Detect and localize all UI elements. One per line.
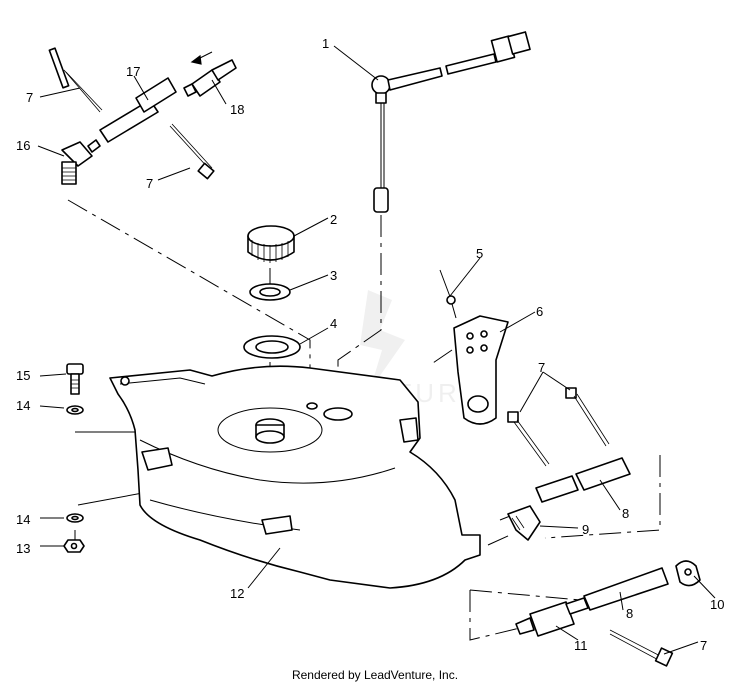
callout-11: 11 [574,638,588,653]
fuel-cap-part-2 [247,225,295,263]
callout-2: 2 [330,212,337,227]
callout-14-upper: 14 [16,398,30,413]
gasket-part-3 [249,283,291,301]
callout-7-right: 7 [538,360,545,375]
bracket-part-6 [453,315,509,425]
callout-9: 9 [582,522,589,537]
nut-part-13 [63,539,85,553]
cable-tie-part-7-b [169,123,215,180]
bolt-part-15 [66,363,84,395]
callout-13: 13 [16,541,30,556]
callout-7-upper-left: 7 [26,90,33,105]
cable-tie-part-7-c [507,411,550,467]
callout-15: 15 [16,368,30,383]
callout-14-lower: 14 [16,512,30,527]
clamp-part-10 [675,560,701,587]
callout-8-upper: 8 [622,506,629,521]
callout-7-bottom: 7 [700,638,707,653]
leader-lines [37,45,716,655]
callout-4: 4 [330,316,337,331]
washer-part-14-upper [66,405,84,415]
fuel-tank-part-12 [109,365,481,589]
callout-18: 18 [230,102,244,117]
callout-17: 17 [126,64,140,79]
callout-10: 10 [710,597,724,612]
callout-8-lower: 8 [626,606,633,621]
callout-1: 1 [322,36,329,51]
callout-3: 3 [330,268,337,283]
footer-credit: Rendered by LeadVenture, Inc. [291,668,459,682]
fuel-sender-part-1 [371,31,531,213]
elbow-fitting-part-16 [61,139,101,185]
cable-tie-part-7-d [565,387,610,447]
hose-part-8-lower [583,567,669,611]
fitting-part-9 [507,505,541,541]
callout-6: 6 [536,304,543,319]
cable-tie-part-7-a [48,47,103,113]
clip-part-5 [439,269,457,319]
fuel-hose-part-17 [99,77,177,143]
callout-12: 12 [230,586,244,601]
fuel-filter-part-11 [515,597,589,637]
hose-part-8-upper [535,457,631,503]
cable-tie-part-7-e [609,629,674,667]
callout-labels: 1 2 3 4 5 6 7 7 7 7 8 8 9 10 11 12 13 14… [16,36,724,653]
callout-7-middle-left: 7 [146,176,153,191]
check-valve-part-18 [183,51,237,97]
seal-ring-part-4 [243,335,301,359]
watermark-logo [360,290,405,390]
callout-5: 5 [476,246,483,261]
washer-part-14-lower [66,513,84,523]
callout-16: 16 [16,138,30,153]
